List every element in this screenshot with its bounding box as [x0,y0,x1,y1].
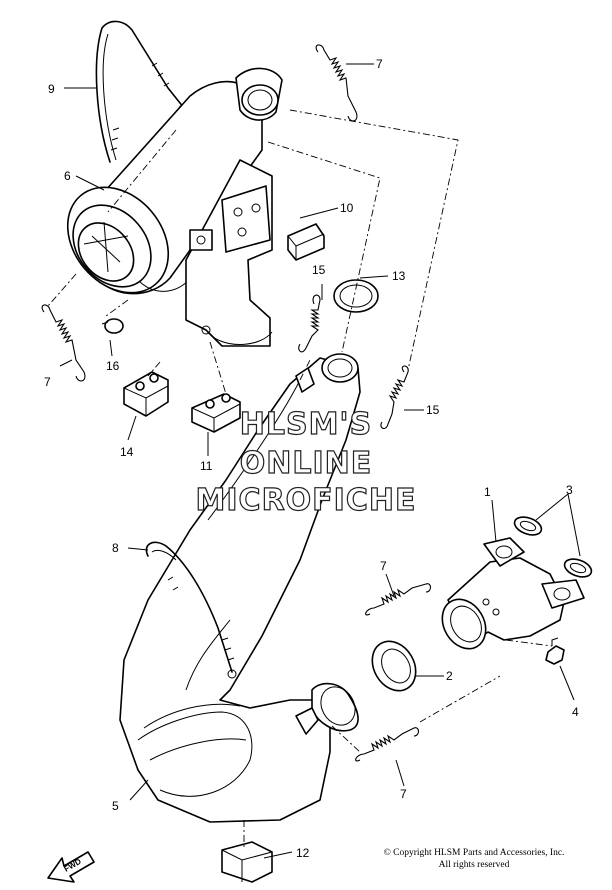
part-4-bolt[interactable] [545,637,565,665]
part-15-spring-right[interactable] [380,365,409,430]
assembly-lines [47,109,553,848]
label-15-center: 15 [312,263,326,277]
part-10-damper[interactable] [287,223,325,261]
watermark-line-3: MICROFICHE [196,483,417,518]
label-4: 4 [572,705,579,719]
label-10: 10 [340,201,354,215]
part-7-spring-mid[interactable] [365,583,432,616]
label-12: 12 [296,846,310,860]
label-5: 5 [112,799,119,813]
fwd-arrow: FWD [47,851,95,883]
watermark-line-1: HLSM'S [240,407,372,442]
label-2: 2 [446,669,453,683]
muffler-mount-bracket [185,159,273,347]
watermark: HLSM'S ONLINE MICROFICHE [195,406,417,518]
part-11-bracket[interactable] [191,393,241,433]
label-6: 6 [64,169,71,183]
part-5-expansion-chamber[interactable] [119,353,362,823]
label-7-left: 7 [44,375,51,389]
label-15-right: 15 [426,403,440,417]
copyright-line-2: All rights reserved [439,860,510,870]
label-8: 8 [112,541,119,555]
leader-lines [59,63,581,859]
part-1-manifold[interactable] [434,537,585,657]
label-1: 1 [484,485,491,499]
part-16-plug[interactable] [101,318,124,334]
part-3-gaskets[interactable] [512,514,594,581]
label-9: 9 [48,82,55,96]
label-7-bottom: 7 [400,787,407,801]
part-7-spring-top[interactable] [315,44,358,122]
part-14-bracket[interactable] [123,371,169,417]
part-8-chamber-strap[interactable] [145,541,237,679]
part-2-gasket[interactable] [364,633,425,698]
label-13: 13 [392,269,406,283]
label-3: 3 [566,483,573,497]
copyright: © Copyright HLSM Parts and Accessories, … [384,847,565,870]
label-14: 14 [120,445,134,459]
part-13-seal[interactable] [333,279,379,313]
copyright-line-1: © Copyright HLSM Parts and Accessories, … [384,847,565,858]
label-16: 16 [106,359,120,373]
part-6-silencer[interactable] [47,67,283,312]
part-12-clip[interactable] [221,841,273,883]
part-7-spring-left[interactable] [41,304,86,382]
label-7-top: 7 [376,57,383,71]
watermark-line-2: ONLINE [240,446,373,481]
part-number-labels: 9 6 7 10 15 13 7 16 14 11 15 1 3 8 7 2 4… [44,57,579,860]
label-11: 11 [200,459,213,473]
part-15-spring-center[interactable] [298,294,321,353]
part-7-spring-bottom[interactable] [355,727,420,762]
label-7-mid: 7 [380,559,387,573]
